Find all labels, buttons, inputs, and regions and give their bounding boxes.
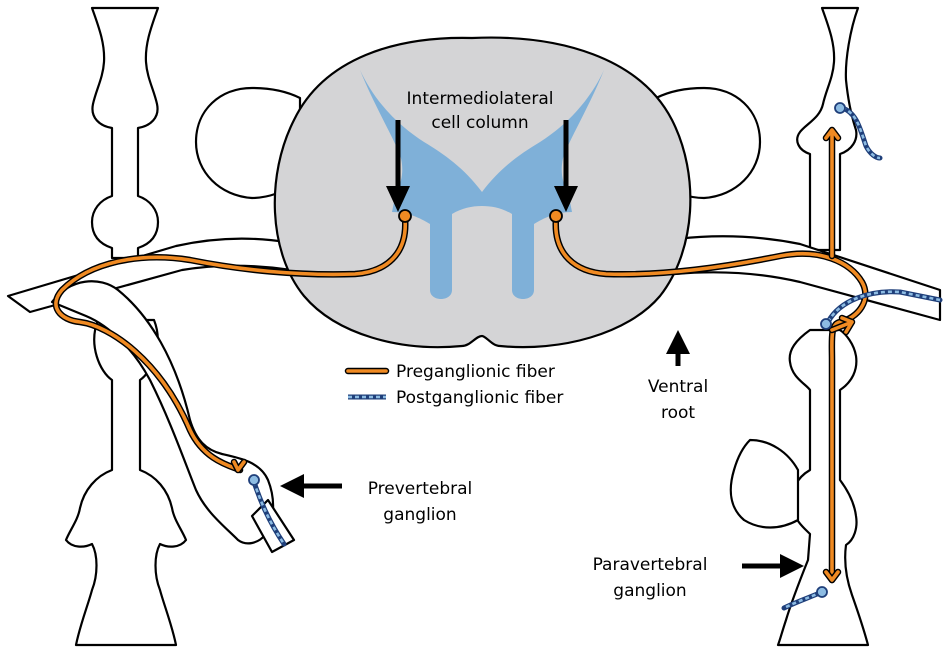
legend-postganglionic-label: Postganglionic fiber	[396, 388, 563, 408]
label-intermediolateral-line2: cell column	[431, 113, 528, 133]
label-intermediolateral-line1: Intermediolateral	[407, 89, 554, 109]
label-ventral-root-line1: Ventral	[648, 377, 708, 397]
label-prevertebral-line1: Prevertebral	[368, 479, 473, 499]
label-prevertebral-line2: ganglion	[383, 505, 456, 525]
left-spinal-nerve	[8, 88, 322, 552]
legend-preganglionic-label: Preganglionic fiber	[396, 362, 555, 382]
spinal-cord-cross-section	[275, 38, 691, 348]
legend: Preganglionic fiber Postganglionic fiber	[348, 362, 563, 408]
label-paravertebral-line2: ganglion	[613, 581, 686, 601]
label-ventral-root-line2: root	[661, 403, 695, 423]
label-paravertebral-line1: Paravertebral	[593, 555, 708, 575]
